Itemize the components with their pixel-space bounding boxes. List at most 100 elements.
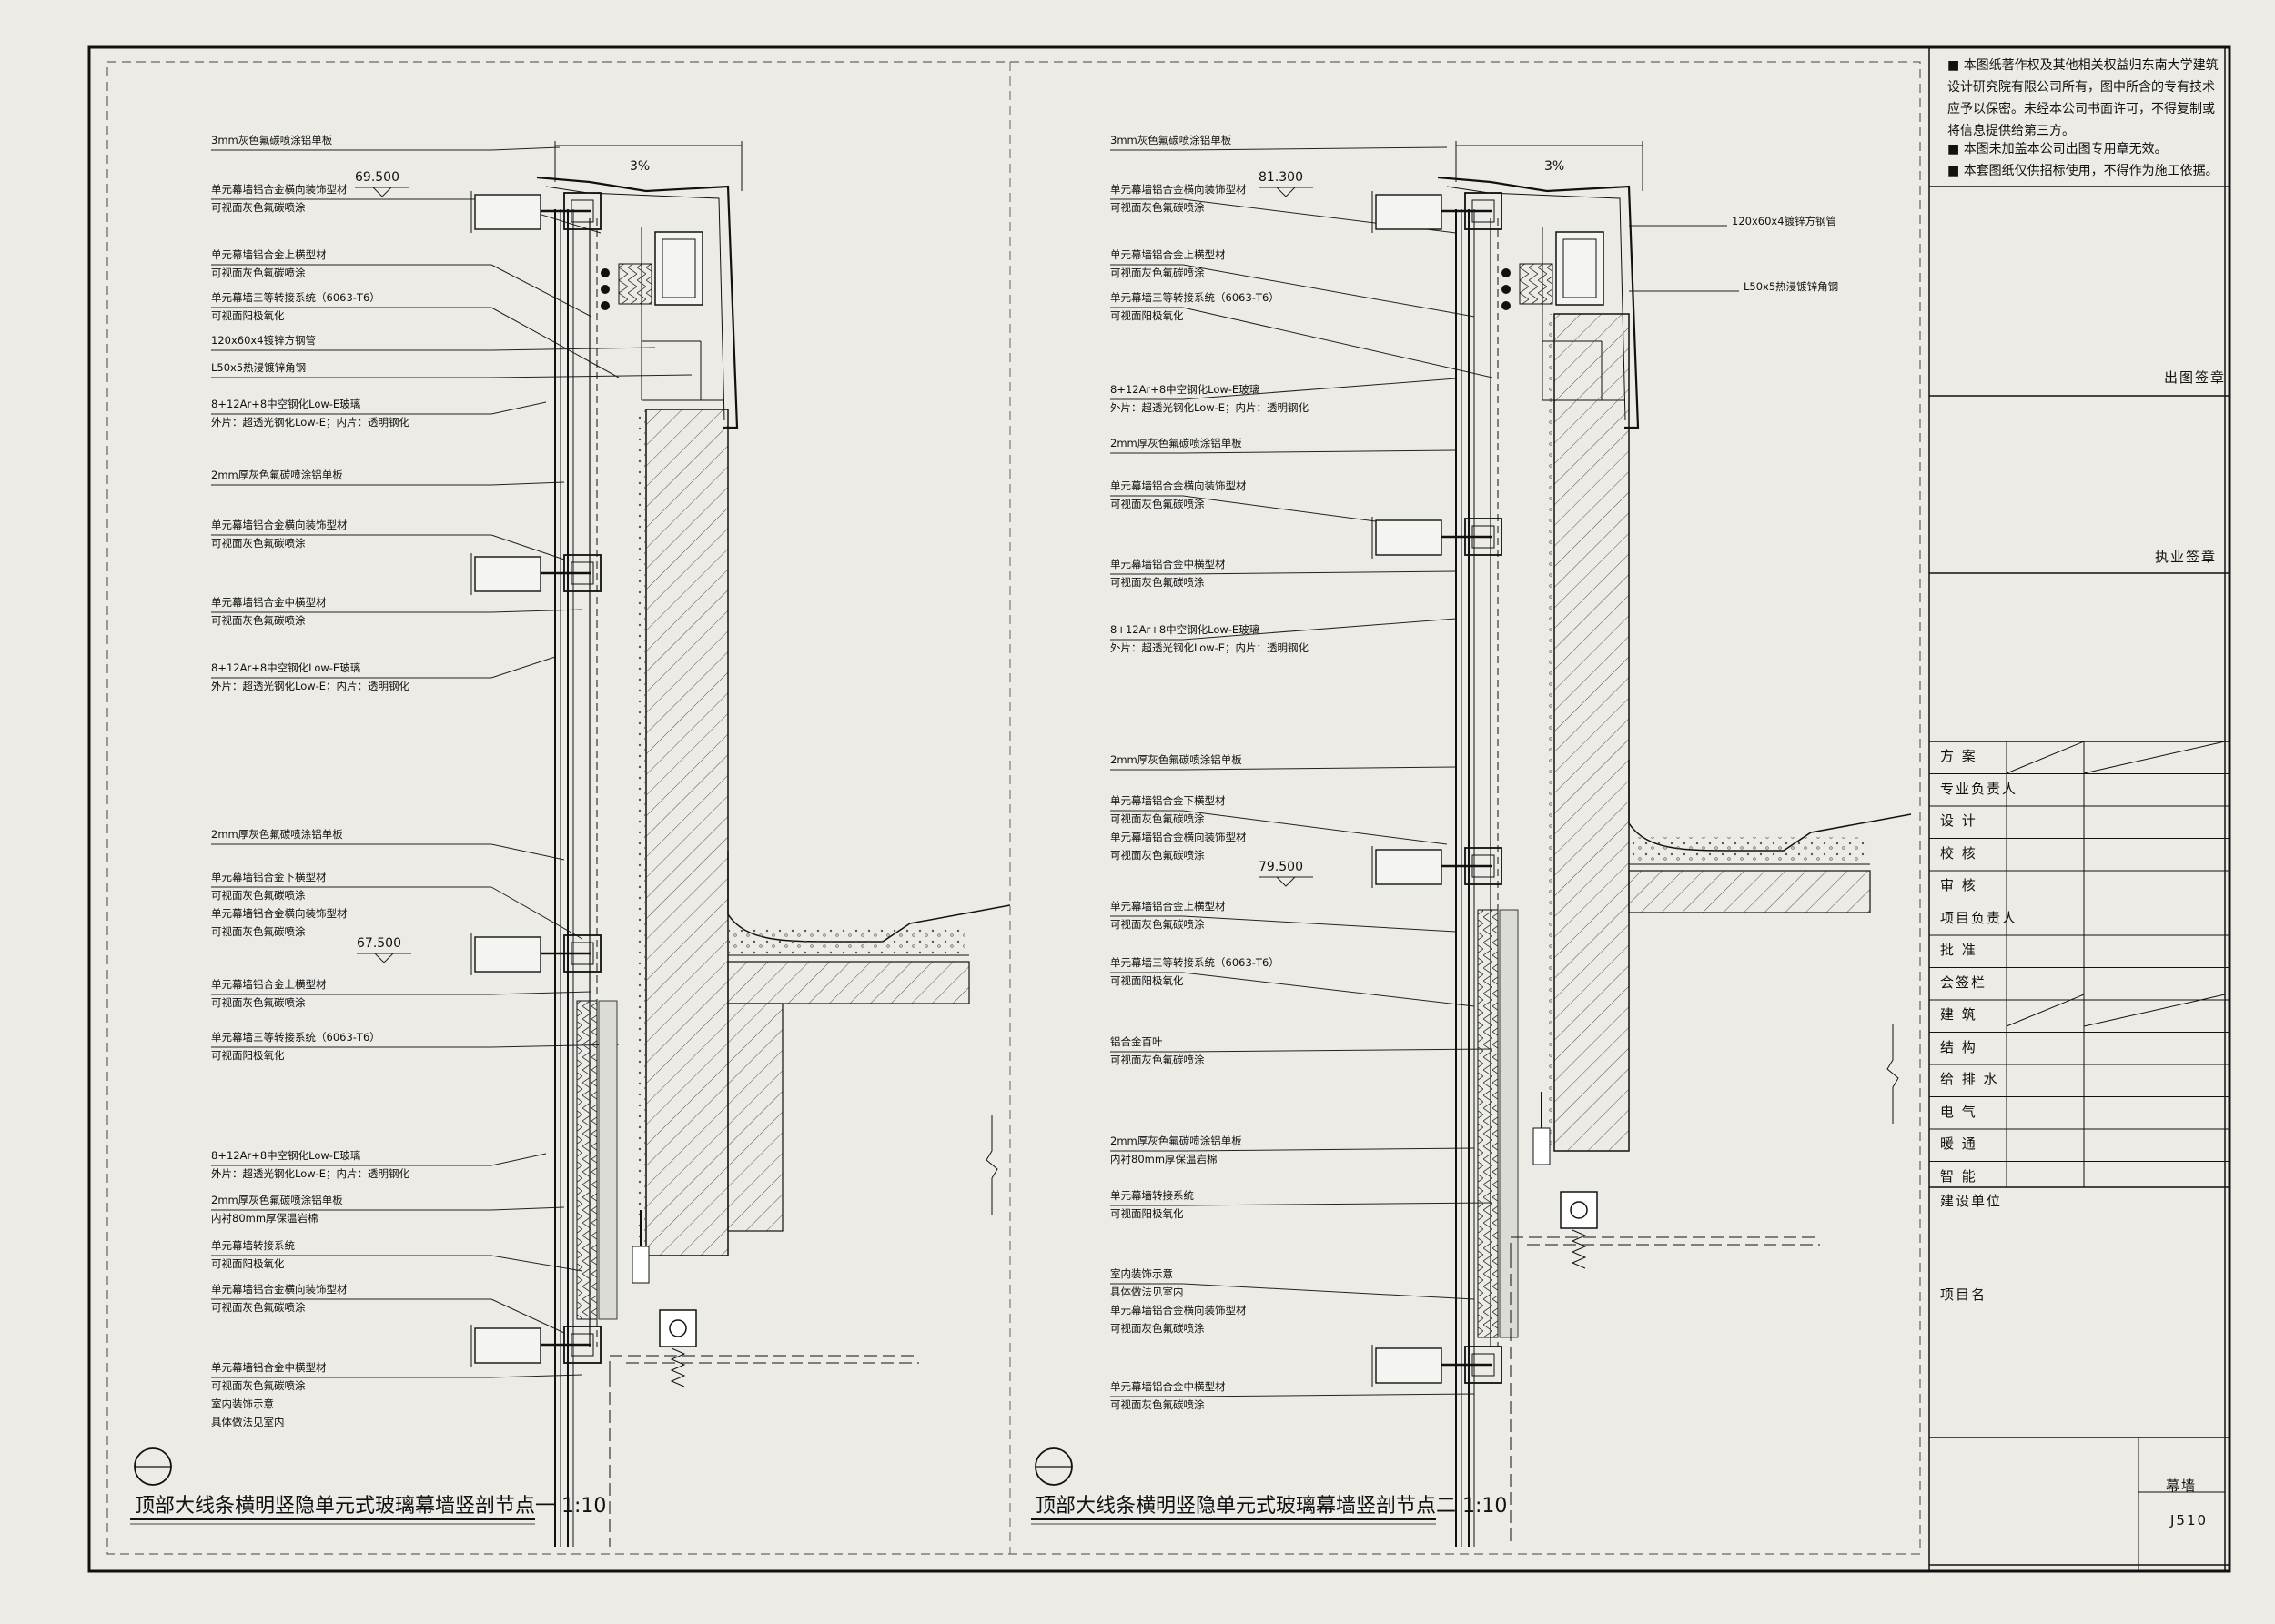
left-label-12-2: 单元幕墙铝合金横向装饰型材 [211,907,348,920]
note-2: ■ 本图未加盖本公司出图专用章无效。 [1947,142,2168,156]
left-label-15-1: 外片：超透光钢化Low-E；内片：透明钢化 [211,1167,410,1180]
right-label-16-1: 具体做法见室内 [1110,1286,1184,1298]
right-label-4-0: 8+12Ar+8中空钢化Low-E玻璃 [1110,383,1260,396]
left-label-12-1: 可视面灰色氟碳喷涂 [211,889,306,902]
right-label-17-0: 单元幕墙铝合金中横型材 [1110,1380,1226,1393]
right-label-11-1: 可视面灰色氟碳喷涂 [1110,918,1205,931]
right-label-16-2: 单元幕墙铝合金横向装饰型材 [1110,1304,1247,1316]
right-label-10-0: 单元幕墙铝合金下横型材 [1110,794,1226,807]
left-label-2-1: 可视面灰色氟碳喷涂 [211,267,306,279]
left-label-18-1: 可视面灰色氟碳喷涂 [211,1301,306,1314]
right-label-7-0: 单元幕墙铝合金中横型材 [1110,558,1226,570]
role-6: 批 准 [1940,942,1977,958]
right-label-5-0: 2mm厚灰色氟碳喷涂铝单板 [1110,437,1242,449]
right-dimension-2: 79.500 [1259,860,1303,874]
left-label-19-2: 室内装饰示意 [211,1397,274,1410]
role-3: 校 核 [1940,844,1977,862]
right-label-15-1: 可视面阳极氧化 [1110,1207,1184,1220]
right-label-6-0: 单元幕墙铝合金横向装饰型材 [1110,479,1247,492]
detail-title-right: 顶部大线条横明竖隐单元式玻璃幕墙竖剖节点二 1:10 [1036,1495,1508,1518]
left-dimension-1: 3% [630,159,651,174]
left-label-4-0: 120x60x4镀锌方钢管 [211,334,317,347]
left-label-7-0: 2mm厚灰色氟碳喷涂铝单板 [211,469,343,481]
left-label-17-1: 可视面阳极氧化 [211,1257,285,1270]
left-label-19-3: 具体做法见室内 [211,1416,285,1428]
left-label-15-0: 8+12Ar+8中空钢化Low-E玻璃 [211,1149,361,1162]
right-label-14-1: 内衬80mm厚保温岩棉 [1110,1153,1218,1165]
left-label-3-0: 单元幕墙三等转接系统（6063-T6） [211,291,380,304]
right-label-12-1: 可视面阳极氧化 [1110,974,1184,987]
left-label-14-0: 单元幕墙三等转接系统（6063-T6） [211,1031,380,1044]
right-label-4-1: 外片：超透光钢化Low-E；内片：透明钢化 [1110,401,1309,414]
note-1: ■ 本图纸著作权及其他相关权益归东南大学建筑设计研究院有限公司所有，图中所含的专… [1947,58,2219,138]
right-label-13-0: 铝合金百叶 [1110,1035,1163,1048]
left-label-8-0: 单元幕墙铝合金横向装饰型材 [211,519,348,531]
title-block-lines [1929,47,2230,1571]
left-label-10-0: 8+12Ar+8中空钢化Low-E玻璃 [211,661,361,674]
left-label-2-0: 单元幕墙铝合金上横型材 [211,248,327,261]
stamp-label-2: 执业签章 [2155,549,2218,565]
right-label-16-3: 可视面灰色氟碳喷涂 [1110,1322,1205,1335]
right-dimension-0: 81.300 [1259,170,1303,185]
note-3-text: 本套图纸仅供招标使用，不得作为施工依据。 [1963,164,2219,178]
left-label-12-3: 可视面灰色氟碳喷涂 [211,925,306,938]
sheet-number: J510 [2170,1512,2209,1528]
right-side-label-0: 120x60x4镀锌方钢管 [1732,215,1837,227]
right-label-2-0: 单元幕墙铝合金上横型材 [1110,248,1226,261]
role-7: 会签栏 [1940,973,1987,991]
left-label-13-1: 可视面灰色氟碳喷涂 [211,996,306,1009]
note-1-text: 本图纸著作权及其他相关权益归东南大学建筑设计研究院有限公司所有，图中所含的专有技… [1947,58,2219,138]
role-8: 建 筑 [1940,1006,1977,1023]
right-label-10-3: 可视面灰色氟碳喷涂 [1110,849,1205,862]
role-2: 设 计 [1940,812,1977,829]
left-label-17-0: 单元幕墙转接系统 [211,1239,295,1252]
note-3: ■ 本套图纸仅供招标使用，不得作为施工依据。 [1947,164,2219,178]
right-label-17-1: 可视面灰色氟碳喷涂 [1110,1398,1205,1411]
left-label-12-0: 单元幕墙铝合金下横型材 [211,871,327,883]
left-label-1-0: 单元幕墙铝合金横向装饰型材 [211,183,348,196]
right-label-3-1: 可视面阳极氧化 [1110,309,1184,322]
right-label-2-1: 可视面灰色氟碳喷涂 [1110,267,1205,279]
sheet-frame [87,45,2231,1573]
right-label-16-0: 室内装饰示意 [1110,1267,1173,1280]
left-label-6-1: 外片：超透光钢化Low-E；内片：透明钢化 [211,416,410,429]
left-label-9-1: 可视面灰色氟碳喷涂 [211,614,306,627]
left-label-3-1: 可视面阳极氧化 [211,309,285,322]
left-label-14-1: 可视面阳极氧化 [211,1049,285,1062]
role-11: 电 气 [1940,1103,1977,1120]
role-12: 暖 通 [1940,1135,1977,1152]
right-label-15-0: 单元幕墙转接系统 [1110,1189,1194,1202]
left-dimension-0: 69.500 [355,170,399,185]
left-label-1-1: 可视面灰色氟碳喷涂 [211,201,306,214]
right-label-3-0: 单元幕墙三等转接系统（6063-T6） [1110,291,1279,304]
right-dimension-1: 3% [1544,159,1565,174]
role-10: 给 排 水 [1940,1071,1999,1087]
project-label: 项目名 [1940,1286,1987,1303]
left-label-18-0: 单元幕墙铝合金横向装饰型材 [211,1283,348,1296]
right-label-0-0: 3mm灰色氟碳喷涂铝单板 [1110,134,1232,146]
right-label-14-0: 2mm厚灰色氟碳喷涂铝单板 [1110,1135,1242,1147]
right-label-8-1: 外片：超透光钢化Low-E；内片：透明钢化 [1110,641,1309,654]
right-label-9-0: 2mm厚灰色氟碳喷涂铝单板 [1110,753,1242,766]
right-label-10-1: 可视面灰色氟碳喷涂 [1110,812,1205,825]
role-5: 项目负责人 [1940,909,2018,926]
left-label-16-0: 2mm厚灰色氟碳喷涂铝单板 [211,1194,343,1206]
right-label-8-0: 8+12Ar+8中空钢化Low-E玻璃 [1110,623,1260,636]
left-label-5-0: L50x5热浸镀锌角钢 [211,361,307,374]
left-label-13-0: 单元幕墙铝合金上横型材 [211,978,327,991]
role-9: 结 构 [1940,1038,1977,1055]
right-label-11-0: 单元幕墙铝合金上横型材 [1110,900,1226,913]
left-label-6-0: 8+12Ar+8中空钢化Low-E玻璃 [211,398,361,410]
left-label-16-1: 内衬80mm厚保温岩棉 [211,1212,318,1225]
left-label-19-1: 可视面灰色氟碳喷涂 [211,1379,306,1392]
right-label-1-0: 单元幕墙铝合金横向装饰型材 [1110,183,1247,196]
role-13: 智 能 [1940,1167,1977,1185]
detail-title-left: 顶部大线条横明竖隐单元式玻璃幕墙竖剖节点一 1:10 [135,1495,607,1518]
right-label-12-0: 单元幕墙三等转接系统（6063-T6） [1110,956,1279,969]
role-0: 方 案 [1940,748,1977,764]
role-1: 专业负责人 [1940,780,2018,797]
right-label-7-1: 可视面灰色氟碳喷涂 [1110,576,1205,589]
left-label-8-1: 可视面灰色氟碳喷涂 [211,537,306,550]
